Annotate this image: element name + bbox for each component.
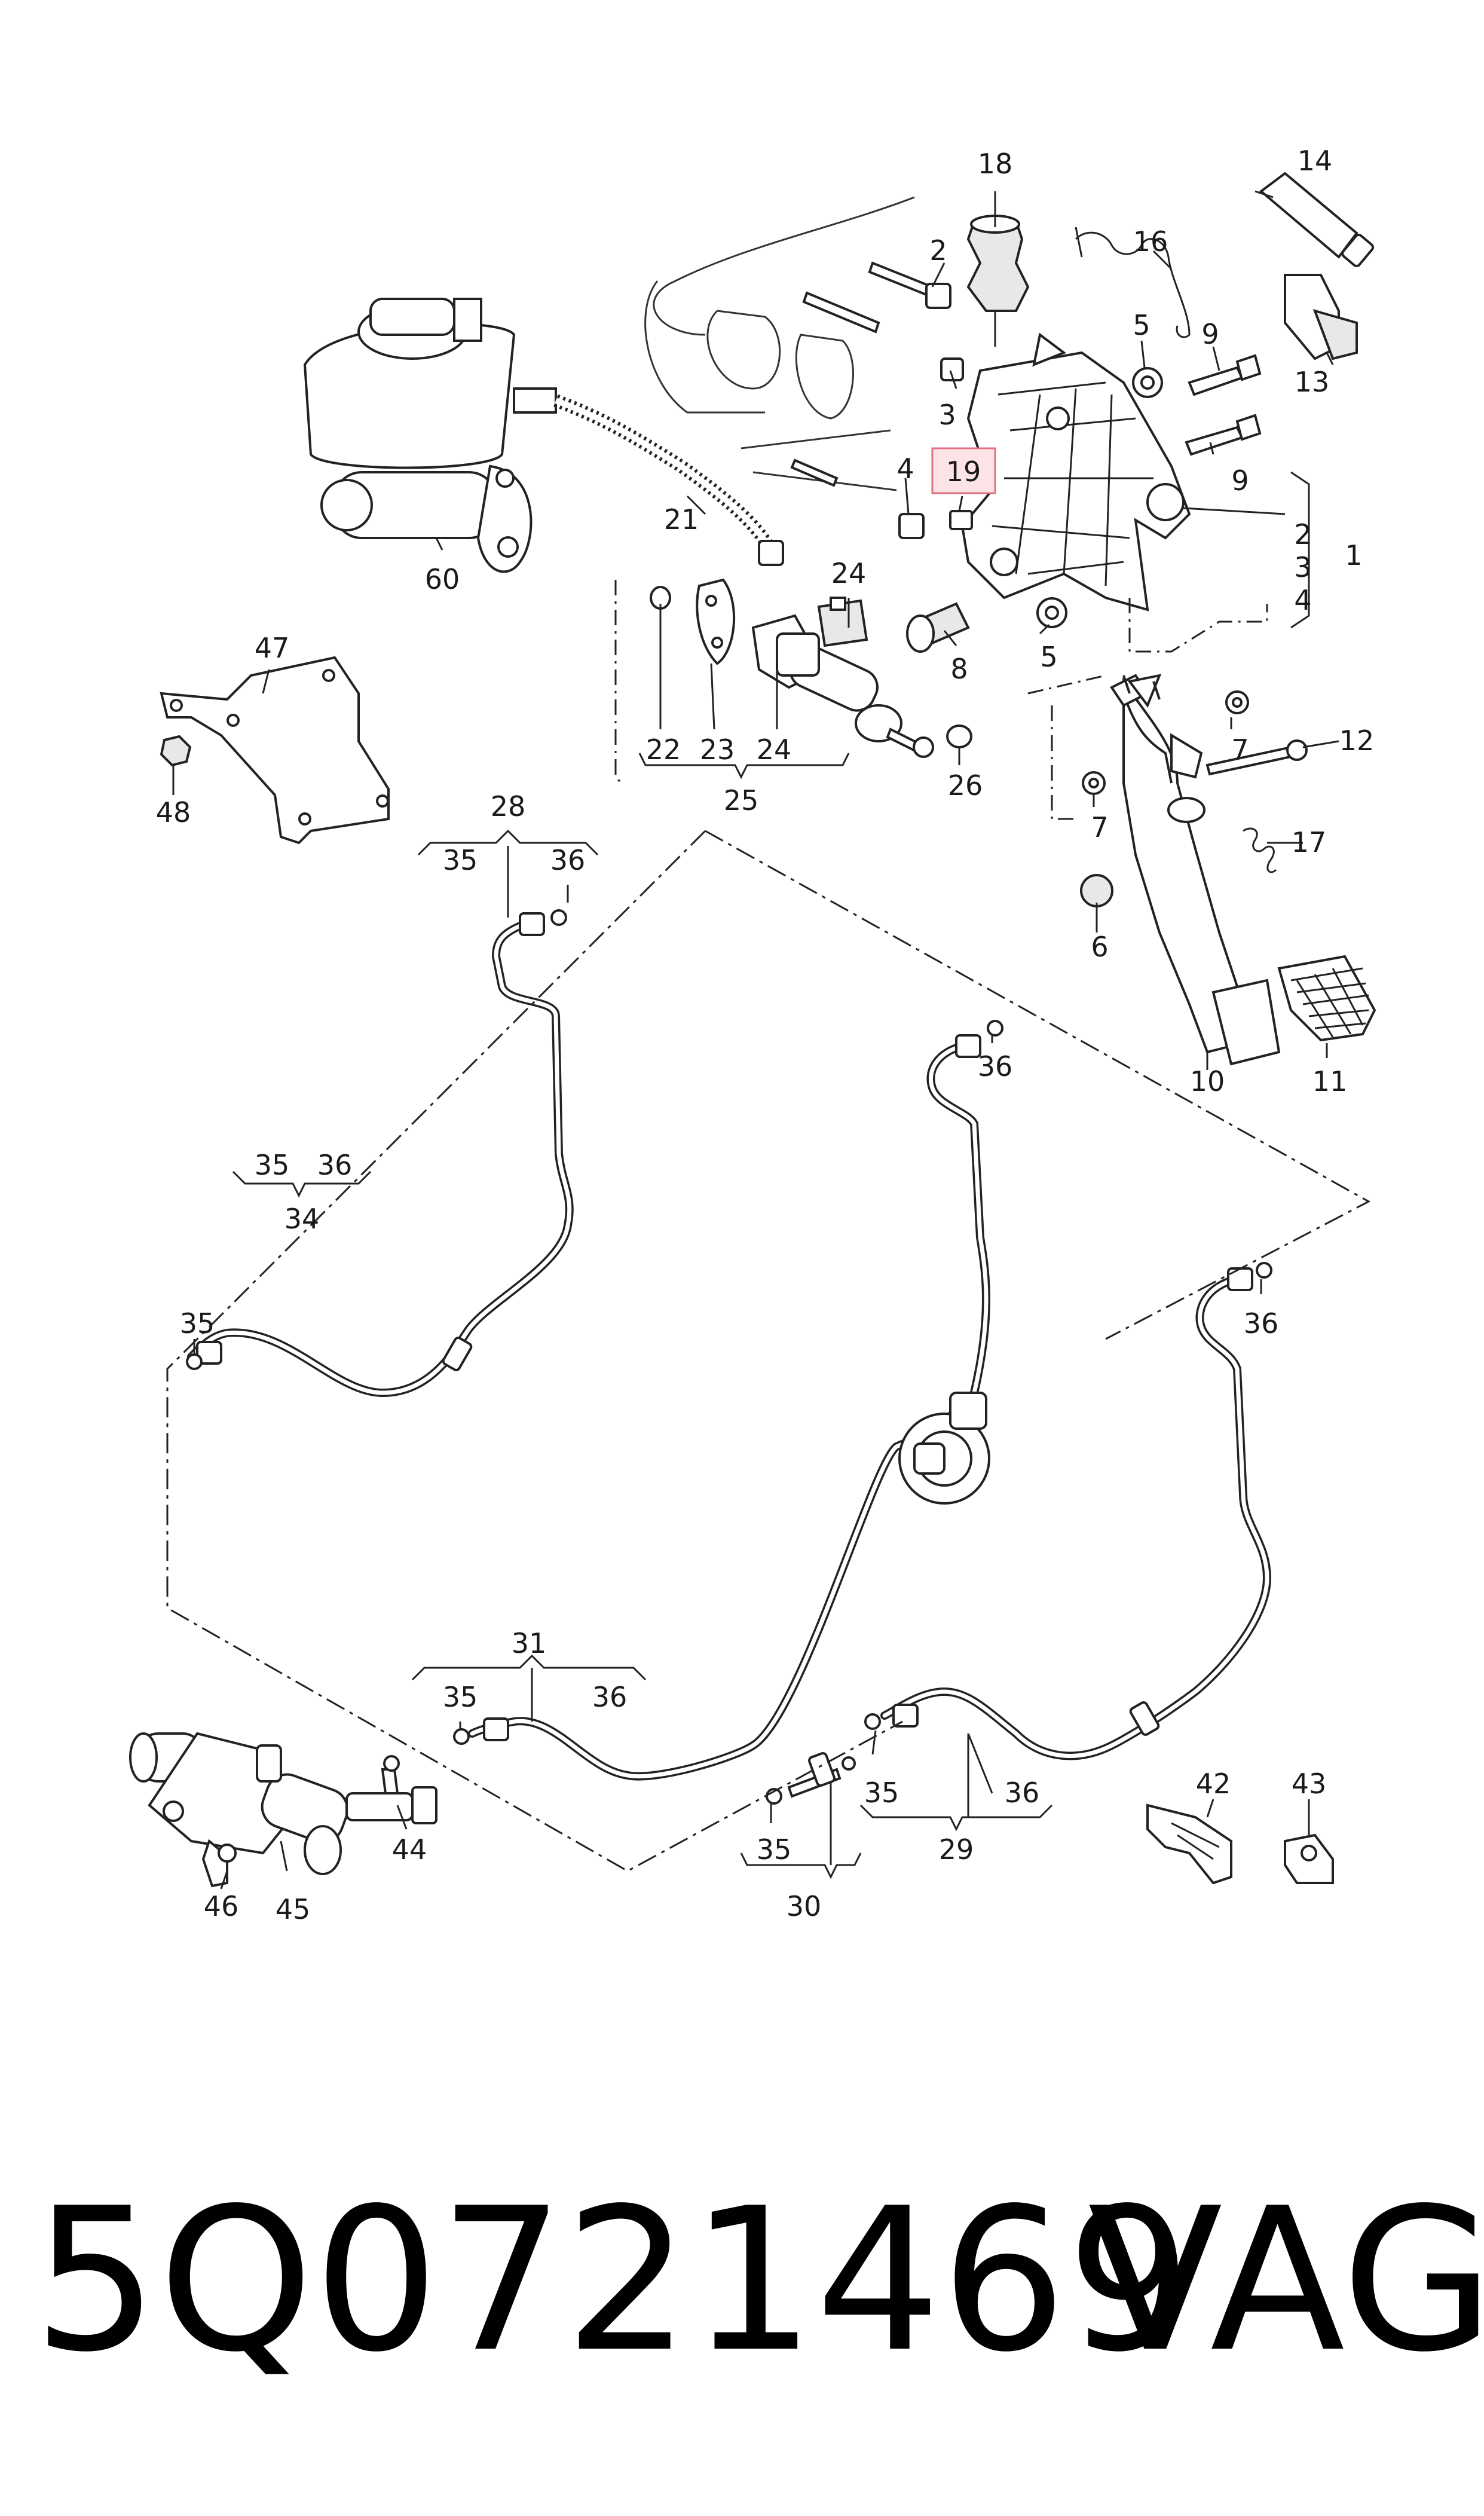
leader-lines — [172, 190, 1339, 1890]
callout-36b: 36 — [978, 1050, 1013, 1083]
clutch-pedal — [1110, 674, 1281, 1066]
firewall-outline — [644, 196, 915, 491]
grease-tube — [1259, 172, 1375, 268]
callout-10: 10 — [1190, 1065, 1225, 1097]
callout-5b: 5 — [1040, 641, 1057, 673]
callout-16: 16 — [1133, 225, 1168, 258]
callout-13: 13 — [1295, 366, 1330, 398]
callout-6: 6 — [1091, 931, 1108, 963]
clip-42 — [1146, 1803, 1232, 1885]
callout-17: 17 — [1292, 826, 1327, 858]
callout-43: 43 — [1292, 1768, 1327, 1800]
clip-43 — [1284, 1833, 1334, 1884]
clip — [1284, 274, 1358, 360]
callout-14: 14 — [1298, 145, 1333, 177]
callout-31: 31 — [512, 1627, 547, 1659]
callout-labels: 18 14 16 2 5 9 13 3 19 4 9 2 1 3 4 21 60… — [156, 145, 1375, 1925]
nut — [1036, 367, 1163, 628]
callout-35e: 35 — [864, 1777, 899, 1809]
callout-3a: 3 — [938, 399, 956, 431]
rubber-boot — [966, 215, 1030, 347]
callout-19: 19 — [946, 455, 981, 488]
callout-30: 30 — [787, 1890, 822, 1922]
pedal-bracket — [960, 332, 1191, 612]
callout-28: 28 — [491, 790, 526, 823]
hydraulic-line-28 — [186, 909, 574, 1397]
callout-44: 44 — [392, 1833, 427, 1866]
callout-25: 25 — [724, 784, 759, 817]
callout-47: 47 — [255, 632, 290, 664]
callout-5a: 5 — [1133, 309, 1150, 341]
callout-8: 8 — [950, 653, 968, 685]
callout-2b: 2 — [1294, 518, 1311, 551]
connector-44 — [345, 1755, 437, 1824]
callout-35f: 35 — [757, 1833, 792, 1866]
connector-30 — [766, 1752, 856, 1805]
callout-7a: 7 — [1231, 733, 1249, 766]
stud-bushing — [790, 261, 973, 539]
callout-35a: 35 — [443, 844, 478, 876]
bolt — [1185, 354, 1262, 456]
callout-45: 45 — [276, 1893, 311, 1925]
callout-35b: 35 — [255, 1149, 290, 1181]
callout-29: 29 — [939, 1833, 974, 1866]
return-spring — [1075, 227, 1191, 338]
hydraulic-line-31 — [453, 1020, 1003, 1781]
mounting-bracket — [160, 656, 390, 845]
callout-12: 12 — [1339, 724, 1375, 757]
callout-9b: 9 — [1231, 464, 1249, 497]
callout-24a: 24 — [831, 557, 867, 589]
callout-36e: 36 — [592, 1681, 628, 1713]
callout-35c: 35 — [180, 1307, 215, 1340]
brake-fluid-hose — [553, 394, 784, 566]
small-hardware — [1080, 690, 1308, 907]
highlight-box — [931, 447, 996, 494]
callout-7b: 7 — [1091, 811, 1108, 843]
callout-23: 23 — [700, 733, 735, 766]
callout-36f: 36 — [1005, 1777, 1040, 1809]
part-number: 5Q0721469 — [33, 2166, 1192, 2395]
callout-2a: 2 — [929, 234, 947, 267]
callout-26: 26 — [948, 769, 983, 802]
callout-1: 1 — [1345, 539, 1362, 571]
callout-42: 42 — [1196, 1768, 1231, 1800]
brand-name: VAG — [1088, 2166, 1484, 2395]
callout-35d: 35 — [443, 1681, 478, 1713]
callout-24b: 24 — [757, 733, 792, 766]
callout-9a: 9 — [1201, 318, 1219, 350]
bushing — [906, 602, 970, 653]
callout-11: 11 — [1312, 1065, 1348, 1097]
callout-21: 21 — [664, 503, 699, 536]
callout-60: 60 — [425, 563, 460, 595]
callout-22: 22 — [646, 733, 681, 766]
callout-46: 46 — [204, 1890, 239, 1922]
hydraulic-line-29 — [864, 1262, 1272, 1760]
callout-36c: 36 — [317, 1149, 353, 1181]
callout-18: 18 — [978, 148, 1013, 180]
callout-3b: 3 — [1294, 551, 1311, 583]
slave-cylinder — [129, 1732, 349, 1888]
callout-36a: 36 — [550, 844, 586, 876]
clutch-master-cylinder — [650, 578, 972, 758]
callout-36d: 36 — [1244, 1307, 1279, 1340]
callout-4a: 4 — [896, 453, 914, 485]
callout-48: 48 — [156, 796, 191, 829]
brake-master-cylinder — [303, 298, 557, 573]
assembly-outline — [166, 580, 1371, 1872]
pedal-pad — [1277, 955, 1376, 1042]
callout-34: 34 — [284, 1203, 320, 1235]
callout-4b: 4 — [1294, 584, 1311, 616]
pulsation-damper — [898, 1392, 990, 1505]
